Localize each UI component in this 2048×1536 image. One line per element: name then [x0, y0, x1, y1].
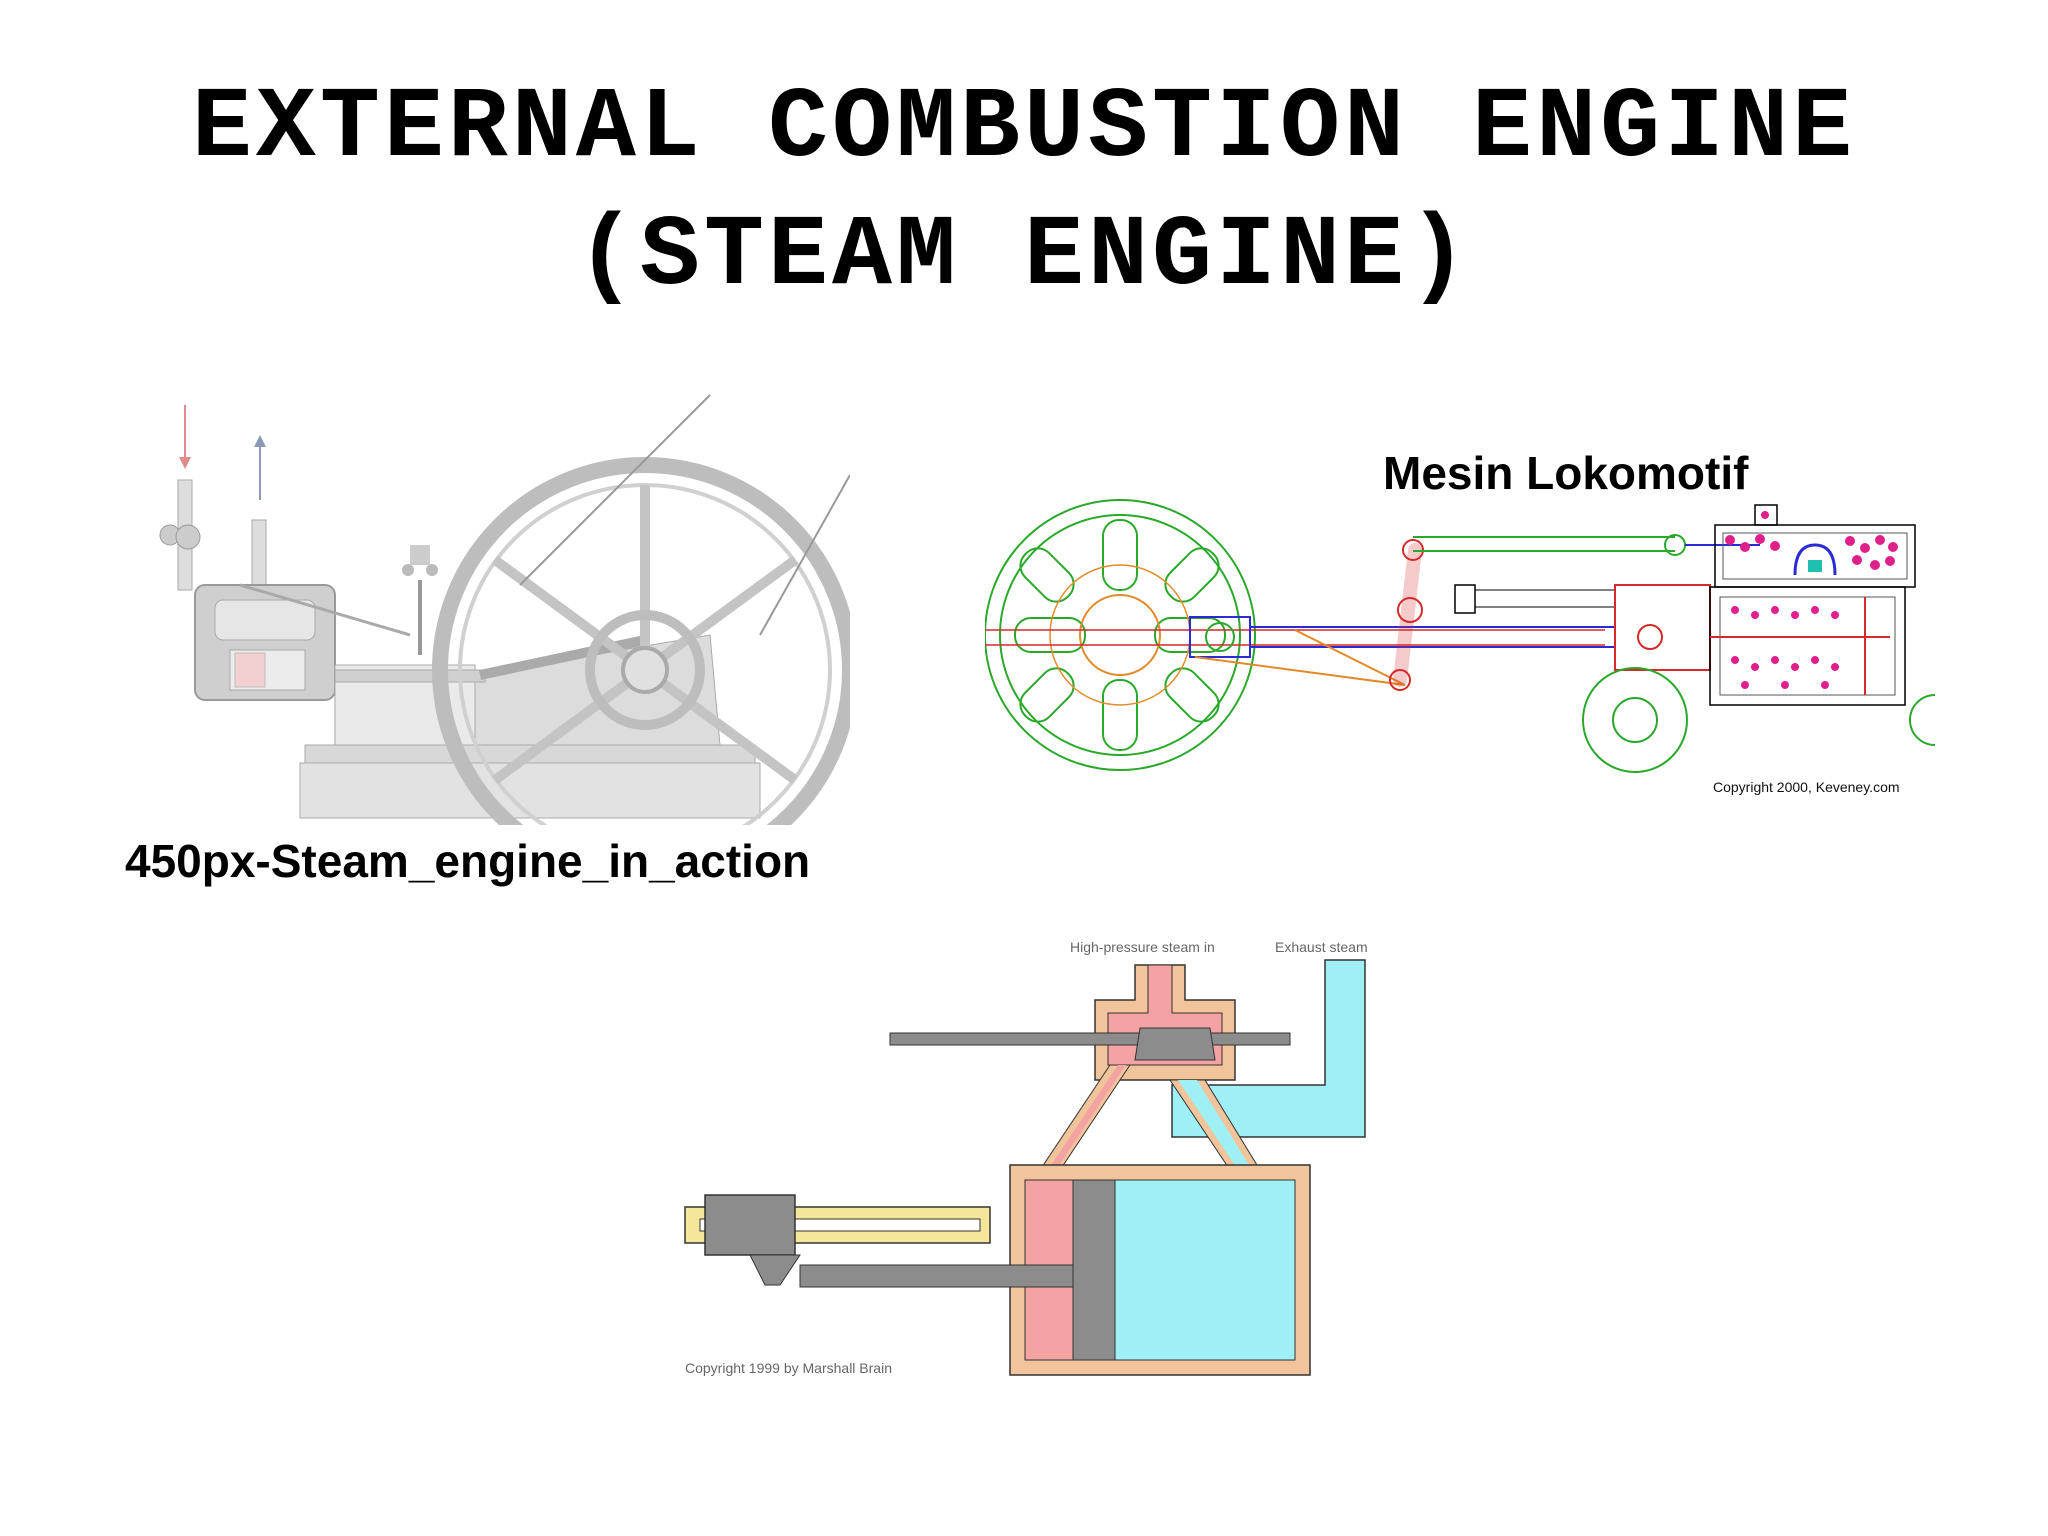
left-figure-caption: 450px-Steam_engine_in_action	[125, 835, 811, 887]
bottom-figure-copyright: Copyright 1999 by Marshall Brain	[685, 1360, 892, 1376]
locomotive-engine-diagram: Copyright 2000, Keveney.com	[985, 499, 1935, 795]
right-figure-copyright: Copyright 2000, Keveney.com	[1713, 779, 1900, 795]
steam-engine-illustration	[159, 394, 850, 825]
label-high-pressure-steam-in: High-pressure steam in	[1070, 939, 1215, 955]
steam-cylinder-cross-section: High-pressure steam in Exhaust steam Cop…	[684, 939, 1368, 1376]
right-figure-caption: Mesin Lokomotif	[1383, 447, 1749, 499]
slide-title-line-2: (STEAM ENGINE)	[575, 201, 1473, 314]
label-exhaust-steam: Exhaust steam	[1275, 939, 1368, 955]
slide-title-line-1: EXTERNAL COMBUSTION ENGINE	[191, 73, 1857, 186]
